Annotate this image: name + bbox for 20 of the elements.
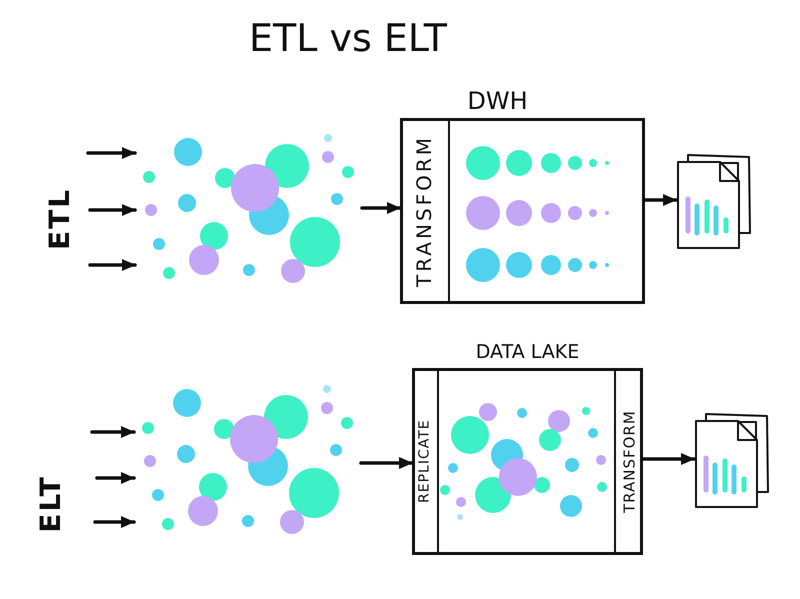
arrow — [359, 457, 414, 469]
process-panel: TRANSFORM — [400, 118, 450, 304]
arrow — [641, 453, 696, 465]
arrow — [93, 516, 136, 528]
row-label: ELT — [35, 475, 67, 533]
arrow — [88, 204, 137, 216]
chart-document-icon — [676, 153, 752, 251]
process-panel: TRANSFORM — [614, 368, 643, 555]
arrow — [90, 426, 136, 438]
box-heading: DATA LAKE — [476, 340, 580, 365]
box-heading: DWH — [467, 86, 528, 116]
arrow — [360, 202, 402, 214]
process-panel: REPLICATE — [412, 368, 439, 555]
diagram-title: ETL vs ELT — [249, 16, 447, 60]
chart-document-icon — [694, 412, 770, 510]
arrow — [643, 194, 678, 206]
arrow — [95, 472, 136, 484]
row-label: ETL — [44, 188, 76, 250]
arrow — [86, 147, 137, 159]
arrow — [88, 259, 137, 271]
